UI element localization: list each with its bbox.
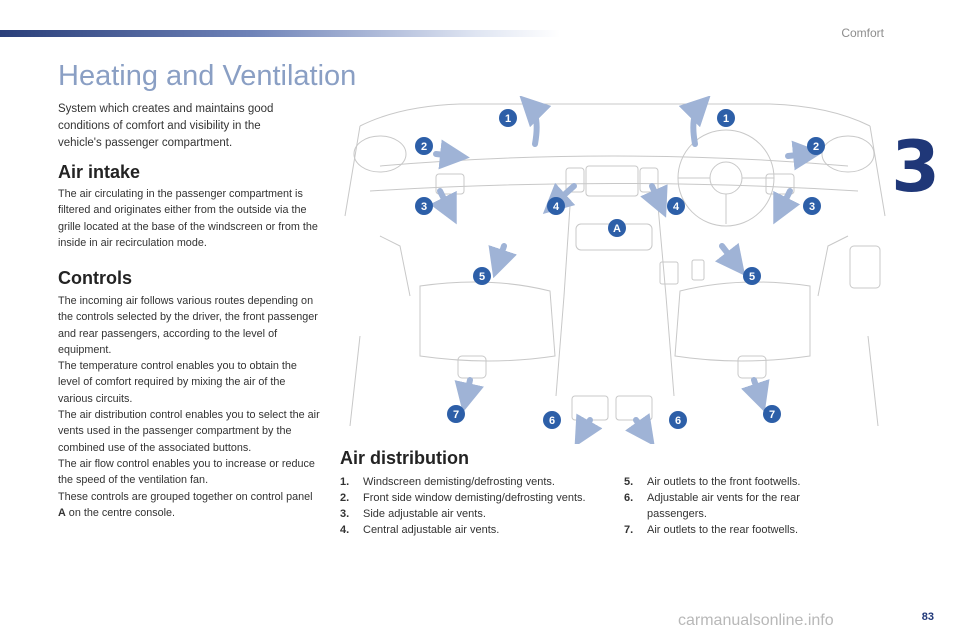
svg-text:5: 5 [479, 271, 485, 283]
callout-5-left: 5 [473, 267, 491, 285]
callout-4-right: 4 [667, 197, 685, 215]
svg-text:7: 7 [453, 409, 459, 421]
list-item: 5.Air outlets to the front footwells. [624, 476, 801, 488]
controls-heading: Controls [58, 268, 132, 288]
svg-text:3: 3 [809, 201, 815, 213]
callout-6-right: 6 [669, 411, 687, 429]
list-item: 7.Air outlets to the rear footwells. [624, 524, 799, 536]
list-item: 4.Central adjustable air vents. [340, 524, 500, 536]
callout-3-left: 3 [415, 197, 433, 215]
list-item: 1.Windscreen demisting/defrosting vents. [340, 476, 555, 488]
controls-text: The incoming air follows various routes … [58, 293, 320, 521]
callout-2-left: 2 [415, 137, 433, 155]
svg-text:4: 4 [673, 201, 680, 213]
callout-3-right: 3 [803, 197, 821, 215]
list-item: 2.Front side window demisting/defrosting… [340, 492, 586, 504]
callout-2-right: 2 [807, 137, 825, 155]
controls-paragraph-panel: These controls are grouped together on c… [58, 490, 313, 519]
callout-panel-a: A [608, 219, 626, 237]
svg-text:6: 6 [549, 415, 555, 427]
callout-6-left: 6 [543, 411, 561, 429]
callout-5-right: 5 [743, 267, 761, 285]
controls-paragraph-flow: The air flow control enables you to incr… [58, 457, 315, 487]
svg-text:7: 7 [769, 409, 775, 421]
svg-text:1: 1 [505, 113, 511, 125]
header-color-bar [0, 30, 560, 37]
air-distribution-heading: Air distribution [340, 448, 469, 468]
svg-text:A: A [613, 223, 621, 235]
callout-1-left: 1 [499, 109, 517, 127]
page-title: Heating and Ventilation [58, 60, 357, 92]
callout-badges: 1 1 2 2 3 3 4 4 5 5 6 6 7 7 A [415, 109, 825, 429]
svg-text:3: 3 [421, 201, 427, 213]
air-intake-heading: Air intake [58, 162, 141, 182]
vehicle-interior-illustration: 1 1 2 2 3 3 4 4 5 5 6 6 7 7 A [344, 96, 886, 444]
intro-text: System which creates and maintains good … [58, 103, 274, 149]
svg-text:2: 2 [813, 141, 819, 153]
panel-a-ref: A [58, 506, 66, 519]
section-label: Comfort [841, 26, 884, 40]
svg-text:2: 2 [421, 141, 427, 153]
svg-text:1: 1 [723, 113, 729, 125]
callout-4-left: 4 [547, 197, 565, 215]
page-number: 83 [921, 611, 934, 623]
controls-paragraph-distribution: The air distribution control enables you… [58, 409, 320, 454]
controls-paragraph-routes: The incoming air follows various routes … [58, 295, 318, 356]
air-distribution-list-right: 5.Air outlets to the front footwells. 6.… [624, 474, 834, 538]
air-distribution-list-left: 1.Windscreen demisting/defrosting vents.… [340, 474, 600, 538]
callout-7-right: 7 [763, 405, 781, 423]
watermark: carmanualsonline.info [678, 612, 834, 629]
list-item: 3.Side adjustable air vents. [340, 508, 486, 520]
callout-7-left: 7 [447, 405, 465, 423]
svg-text:4: 4 [553, 201, 560, 213]
svg-text:5: 5 [749, 271, 755, 283]
list-item: 6.Adjustable air vents for the rear pass… [624, 492, 800, 520]
callout-1-right: 1 [717, 109, 735, 127]
svg-text:6: 6 [675, 415, 681, 427]
air-intake-text: The air circulating in the passenger com… [58, 188, 318, 249]
chapter-number: 3 [891, 126, 940, 208]
controls-paragraph-temperature: The temperature control enables you to o… [58, 360, 297, 405]
